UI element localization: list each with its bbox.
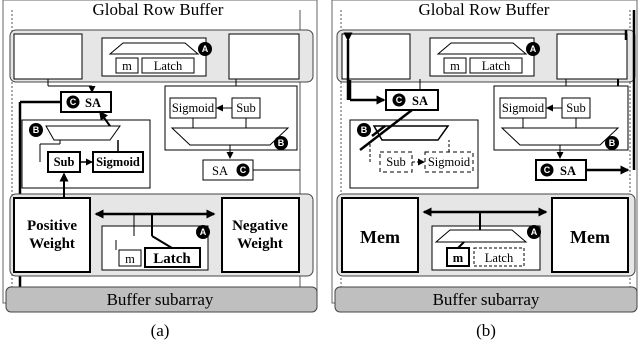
top-latch-label: Latch xyxy=(154,59,183,73)
svg-text:Sub: Sub xyxy=(236,101,255,115)
badge-c xyxy=(66,95,80,109)
svg-text:Negative: Negative xyxy=(232,218,288,234)
sa-left-label: SA xyxy=(85,96,101,110)
top-m-box xyxy=(115,57,139,74)
svg-text:Weight: Weight xyxy=(237,236,283,252)
svg-text:C: C xyxy=(396,95,403,105)
svg-text:B: B xyxy=(33,125,40,135)
svg-text:Latch: Latch xyxy=(482,59,511,73)
svg-text:A: A xyxy=(531,227,538,237)
negative-weight-box xyxy=(221,197,300,273)
svg-text:C: C xyxy=(240,165,247,175)
svg-text:Weight: Weight xyxy=(29,236,75,252)
svg-text:Mem: Mem xyxy=(570,227,610,247)
caption-b: (b) xyxy=(476,321,496,340)
badge-c-right xyxy=(236,163,250,177)
badge-b-right xyxy=(274,136,288,150)
svg-text:B: B xyxy=(609,138,616,148)
svg-text:Sub: Sub xyxy=(386,155,405,169)
svg-text:Mem: Mem xyxy=(360,227,400,247)
svg-text:Latch: Latch xyxy=(485,251,514,265)
svg-text:SA: SA xyxy=(212,164,228,178)
svg-text:Sub: Sub xyxy=(566,101,585,115)
top-right-mat xyxy=(228,33,300,80)
svg-text:m: m xyxy=(453,251,464,265)
svg-text:Sub: Sub xyxy=(54,155,75,169)
global-row-buffer-label: Global Row Buffer xyxy=(93,0,224,19)
svg-text:Positive: Positive xyxy=(27,218,77,234)
buffer-subarray-bar xyxy=(5,286,318,313)
svg-text:C: C xyxy=(544,165,551,175)
left-mux-trapezoid xyxy=(45,125,121,141)
svg-text:m: m xyxy=(125,252,135,266)
svg-text:SA: SA xyxy=(560,164,576,178)
panel-b: Global Row Buffer m Latch A C SA Sigmoid xyxy=(331,0,638,340)
svg-text:B: B xyxy=(361,125,368,135)
buffer-subarray-label: Buffer subarray xyxy=(107,290,214,309)
svg-text:Sigmoid: Sigmoid xyxy=(172,101,215,115)
badge-b-left xyxy=(29,123,43,137)
badge-a xyxy=(198,42,212,56)
svg-text:Latch: Latch xyxy=(153,251,191,267)
svg-text:A: A xyxy=(200,227,207,237)
svg-text:C: C xyxy=(70,97,77,107)
right-mux-trapezoid xyxy=(170,127,290,146)
panel-a: Global Row Buffer m Latch A C SA Sigmoid… xyxy=(2,0,318,340)
top-m-label: m xyxy=(122,59,132,73)
svg-text:Sigmoid: Sigmoid xyxy=(502,101,545,115)
top-latch-box xyxy=(141,57,195,74)
top-left-mat xyxy=(13,33,83,80)
svg-text:B: B xyxy=(278,138,285,148)
positive-weight-box xyxy=(13,197,91,273)
badge-a-label: A xyxy=(202,44,209,54)
global-row-buffer-label-b: Global Row Buffer xyxy=(419,0,550,19)
caption-a: (a) xyxy=(151,321,170,340)
svg-text:Sigmoid: Sigmoid xyxy=(96,155,140,169)
svg-text:m: m xyxy=(450,59,460,73)
svg-text:Buffer subarray: Buffer subarray xyxy=(433,290,540,309)
svg-text:A: A xyxy=(530,44,537,54)
svg-text:SA: SA xyxy=(412,94,428,108)
svg-text:Sigmoid: Sigmoid xyxy=(428,155,471,169)
top-mux-trapezoid xyxy=(108,42,200,55)
